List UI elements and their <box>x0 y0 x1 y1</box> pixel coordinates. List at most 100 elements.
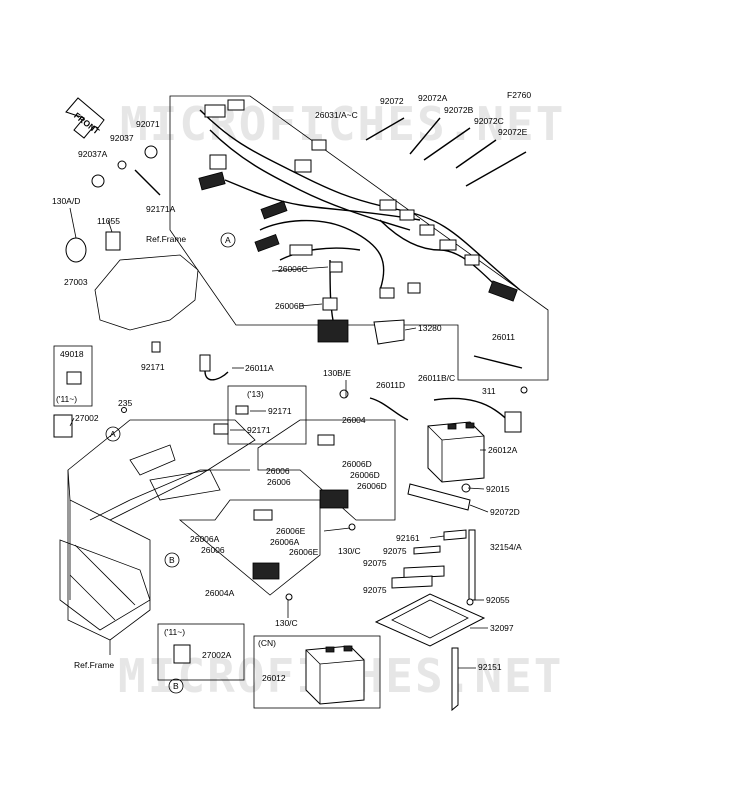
strap-92072d-icon <box>407 483 471 511</box>
battery-tray-32097-icon <box>374 593 486 647</box>
label-26012a: 26012A <box>488 445 518 455</box>
label-92075-b: 92075 <box>363 558 387 568</box>
label-32097: 32097 <box>490 623 514 633</box>
cover-13280-icon <box>373 319 405 345</box>
label-130be: 130B/E <box>323 368 351 378</box>
label-26004a: 26004A <box>205 588 235 598</box>
label-92171-a: 92171 <box>141 362 165 372</box>
label-49018: 49018 <box>60 349 84 359</box>
label-92072c: 92072C <box>474 116 504 126</box>
pad-92075-b-icon <box>403 565 445 579</box>
leader-lines <box>69 207 489 669</box>
fuse-box-26004-icon <box>319 489 349 509</box>
relay-26004a-icon <box>253 509 273 521</box>
lead-26011-icon <box>473 355 523 369</box>
label-92171-b: 92171 <box>268 406 292 416</box>
label-130c-a: 130/C <box>338 546 361 556</box>
label-92071: 92071 <box>136 119 160 129</box>
label-92151: 92151 <box>478 662 502 672</box>
note-box-cn <box>253 635 381 709</box>
relay-26006b-icon <box>322 297 338 311</box>
ref-a-top: A <box>225 235 231 245</box>
label-26006a-a: 26006A <box>190 534 220 544</box>
battery-26012a-icon <box>427 421 485 483</box>
label-92171-c: 92171 <box>247 425 271 435</box>
main-frame <box>59 419 256 655</box>
ref-b-mid: B <box>169 555 175 565</box>
label-130c-b: 130/C <box>275 618 298 628</box>
battery-26012-icon <box>305 645 365 705</box>
ref-frame-label-bottom: Ref.Frame <box>74 660 114 670</box>
note-box-13 <box>227 385 307 445</box>
label-92075-a: 92075 <box>383 546 407 556</box>
pad-92075-c-icon <box>391 575 433 589</box>
year-note-11-a: ('11~) <box>56 394 77 404</box>
clip-92171-c-icon <box>213 423 229 435</box>
flasher-27002a-icon <box>173 644 191 664</box>
label-92171a: 92171A <box>146 204 176 214</box>
relay-26006c-icon <box>329 261 343 273</box>
year-note-cn: (CN) <box>258 638 276 648</box>
label-92072a: 92072A <box>418 93 448 103</box>
tie-92171a-icon <box>134 169 161 196</box>
ref-circle-b-bottom <box>168 678 184 694</box>
label-92072: 92072 <box>380 96 404 106</box>
note-box-11-b <box>157 623 245 681</box>
label-26011: 26011 <box>492 332 515 342</box>
label-26011d: 26011D <box>376 380 405 390</box>
clip-92171-icon <box>151 341 161 353</box>
bolt-92151-icon <box>451 647 459 712</box>
clip-92171-b-icon <box>235 405 249 415</box>
year-note-13: ('13) <box>247 389 264 399</box>
label-92075-c: 92075 <box>363 585 387 595</box>
clip-92037-icon <box>117 160 127 170</box>
cable-ties <box>365 117 527 187</box>
label-26006d-c: 26006D <box>357 481 387 491</box>
label-92072d: 92072D <box>490 507 520 517</box>
label-27002: 27002 <box>75 413 99 423</box>
label-130ad: 130A/D <box>52 196 80 206</box>
note-box-49018 <box>53 345 93 407</box>
flasher-27002-icon <box>53 414 73 438</box>
ref-circle-b-mid <box>164 552 180 568</box>
pad-92161-icon <box>443 529 467 541</box>
label-13280: 13280 <box>418 323 442 333</box>
clip-92037a-icon <box>91 174 105 188</box>
relay-box-icon <box>317 319 349 343</box>
fuse-311-icon <box>520 386 528 394</box>
label-26011bc: 26011B/C <box>418 373 455 383</box>
label-26006d-a: 26006D <box>342 459 372 469</box>
year-note-11-b: ('11~) <box>164 627 185 637</box>
label-26012: 26012 <box>262 673 286 683</box>
label-26006c: 26006C <box>278 264 308 274</box>
label-92037a: 92037A <box>78 149 108 159</box>
lead-26011a-icon <box>199 354 211 372</box>
front-frame-section <box>94 254 199 331</box>
washer-92055-icon <box>466 598 474 606</box>
label-92015: 92015 <box>486 484 510 494</box>
bolt-130c-b-icon <box>285 593 293 601</box>
label-26006a-b: 26006A <box>270 537 300 547</box>
label-26006d-b: 26006D <box>350 470 380 480</box>
label-92161: 92161 <box>396 533 420 543</box>
diagram-code: F2760 <box>507 90 531 100</box>
fuse-box-26004a-icon <box>252 562 280 580</box>
label-92072b: 92072B <box>444 105 474 115</box>
bolt-130be-icon <box>339 389 349 399</box>
label-27003: 27003 <box>64 277 88 287</box>
pad-92075-a-icon <box>413 545 441 555</box>
label-32154a: 32154/A <box>490 542 522 552</box>
relay-26004-icon <box>317 434 335 446</box>
label-92055: 92055 <box>486 595 510 605</box>
harness-group-outline <box>169 95 549 381</box>
label-26031: 26031/A~C <box>315 110 358 120</box>
label-26006-b: 26006 <box>267 477 291 487</box>
label-26006e-a: 26006E <box>276 526 306 536</box>
label-311: 311 <box>482 386 496 396</box>
lead-26011d-icon <box>369 397 409 421</box>
label-26004: 26004 <box>342 415 366 425</box>
watermark-top: MICROFICHES.NET <box>120 97 565 151</box>
rod-32154-icon <box>468 529 476 601</box>
ref-b-bottom: B <box>173 681 179 691</box>
